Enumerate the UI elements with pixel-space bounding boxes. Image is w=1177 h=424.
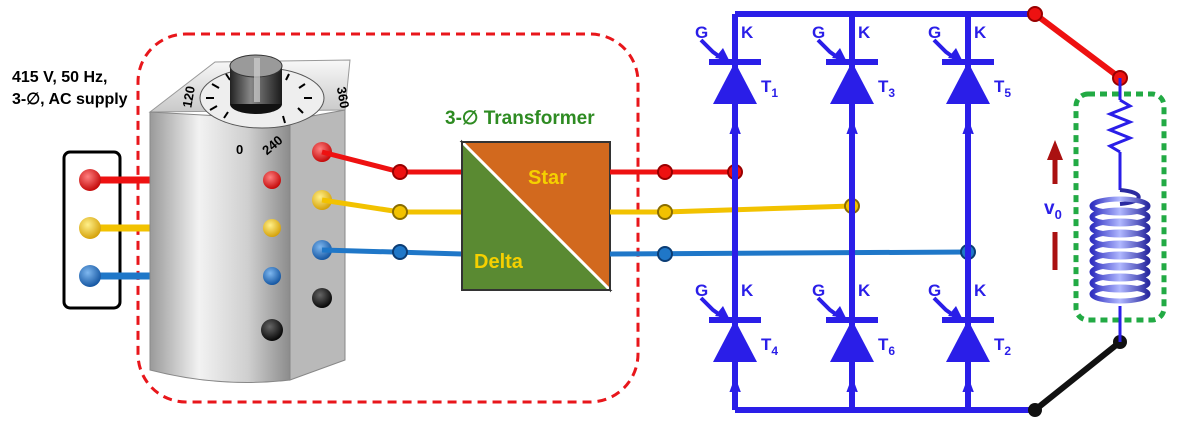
gate-label: G [695, 23, 708, 42]
supply-b-terminal [79, 265, 101, 287]
supply-y-terminal [79, 217, 101, 239]
output-voltage-label: v0 [1044, 198, 1062, 222]
thyristor-T1: G K A T1 [695, 23, 778, 138]
gate-label: G [928, 23, 941, 42]
transformer [459, 139, 613, 293]
supply-label-line1: 415 V, 50 Hz, [12, 69, 107, 86]
cathode-label: K [741, 23, 754, 42]
output-voltage-arrow [1047, 140, 1063, 270]
variac-in-y-terminal [263, 219, 281, 237]
dial-mark-120: 120 [179, 85, 198, 109]
thyristor-label: T6 [878, 335, 895, 358]
thyristor-label: T1 [761, 77, 778, 100]
cathode-label: K [858, 281, 871, 300]
anode-label: A [729, 119, 741, 138]
cathode-label: K [858, 23, 871, 42]
wire-load-positive [1033, 11, 1122, 81]
anode-label: A [846, 377, 858, 396]
dial-mark-360: 360 [334, 86, 353, 110]
gate-label: G [928, 281, 941, 300]
thyristor-label: T2 [994, 335, 1011, 358]
thyristor-T2: G K A T2 [928, 281, 1011, 396]
cathode-label: K [974, 281, 987, 300]
gate-label: G [812, 23, 825, 42]
transformer-secondary-label: Star [528, 167, 567, 189]
anode-label: A [962, 377, 974, 396]
transformer-primary-label: Delta [474, 251, 524, 273]
transformer-title: 3-∅ Transformer [445, 108, 595, 129]
variac-in-r-terminal [263, 171, 281, 189]
cathode-label: K [974, 23, 987, 42]
thyristor-label: T3 [878, 77, 895, 100]
variac-in-b-terminal [263, 267, 281, 285]
gate-label: G [695, 281, 708, 300]
load-resistor [1105, 98, 1135, 154]
variac-knob[interactable] [229, 54, 283, 114]
thyristor-label: T5 [994, 77, 1011, 100]
load-inductor [1089, 188, 1151, 342]
wire-sec-y [610, 203, 853, 215]
anode-label: A [846, 119, 858, 138]
variac: 0 120 240 360 [148, 54, 353, 383]
load-box [1073, 91, 1167, 323]
thyristor-label: T4 [761, 335, 778, 358]
supply-r-terminal [79, 169, 101, 191]
anode-label: A [729, 377, 741, 396]
wire-load-negative [1033, 339, 1122, 413]
variac-out-n1-terminal [312, 288, 332, 308]
dial-mark-0: 0 [236, 142, 243, 157]
cathode-label: K [741, 281, 754, 300]
variac-out-n2-terminal [261, 319, 283, 341]
gate-label: G [812, 281, 825, 300]
thyristor-T3: G K A T3 [812, 23, 895, 138]
supply-label-line2: 3-∅, AC supply [12, 91, 128, 108]
variac-enclosure [136, 32, 640, 404]
anode-label: A [962, 119, 974, 138]
